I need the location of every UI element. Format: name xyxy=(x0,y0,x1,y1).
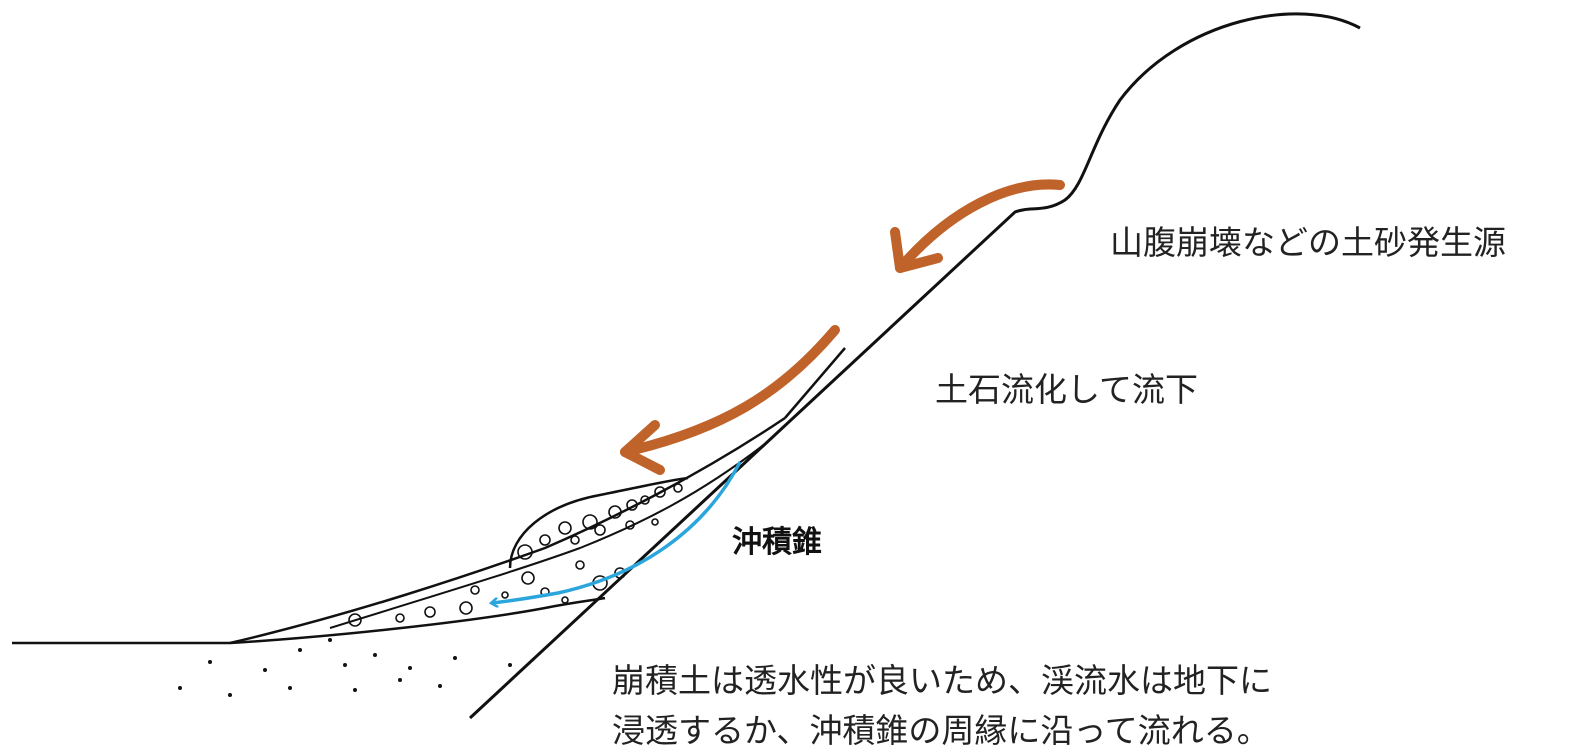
debris-lobe xyxy=(508,476,689,569)
water-flow-arrow xyxy=(492,461,742,603)
mountain-ridge-line xyxy=(468,12,1361,720)
fan-boulders xyxy=(348,483,683,627)
ground-line xyxy=(12,596,606,645)
debris-arrow-upper xyxy=(890,179,1065,273)
fan-inner-layer xyxy=(329,439,771,629)
permeability-note: 崩積土は透水性が良いため、渓流水は地下に 浸透するか、沖積錐の周縁に沿って流れる… xyxy=(612,656,1272,756)
alluvial-fan-label: 沖積錐 xyxy=(732,525,822,560)
fan-upper-surface xyxy=(229,416,786,645)
ground-speckles xyxy=(178,638,512,697)
slope-inner-line xyxy=(784,347,846,419)
permeability-note-line1: 崩積土は透水性が良いため、渓流水は地下に xyxy=(612,661,1272,700)
debris-arrow-lower xyxy=(620,325,840,475)
sediment-source-label: 山腹崩壊などの土砂発生源 xyxy=(1110,223,1506,262)
permeability-note-line2: 浸透するか、沖積錐の周縁に沿って流れる。 xyxy=(612,711,1270,750)
debris-flow-label: 土石流化して流下 xyxy=(935,370,1199,409)
